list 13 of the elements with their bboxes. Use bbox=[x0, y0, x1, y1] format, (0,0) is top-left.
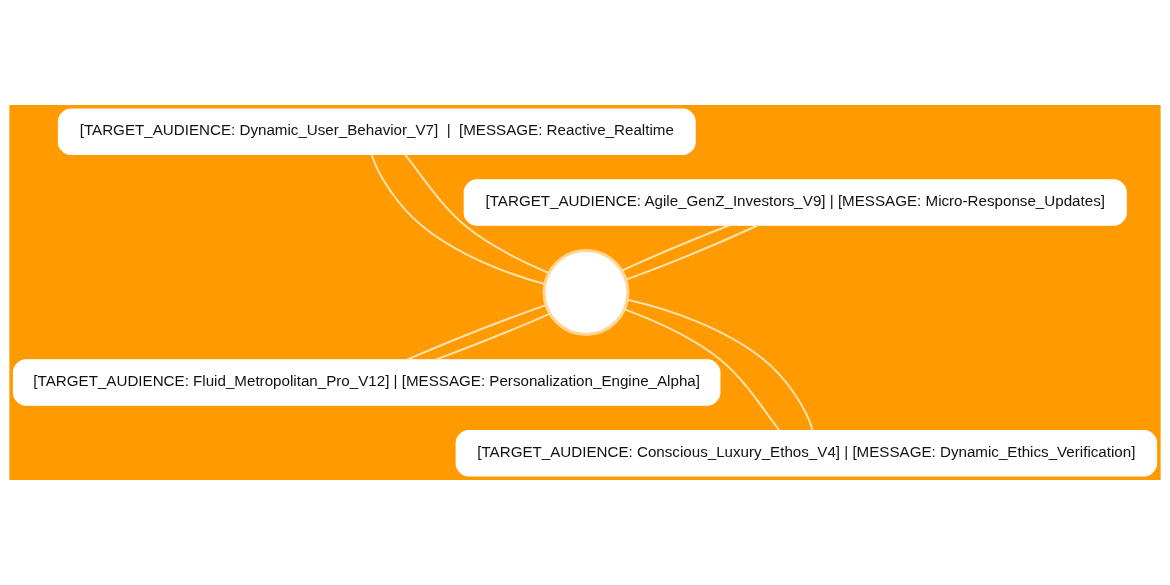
connector bbox=[624, 308, 780, 431]
connector bbox=[435, 313, 550, 361]
node-box: [TARGET_AUDIENCE: Dynamic_User_Behavior_V7] | [MESSAGE: Reactive_Realtime bbox=[57, 108, 696, 156]
connector bbox=[370, 154, 546, 285]
node-circle bbox=[542, 249, 630, 336]
connector bbox=[625, 224, 759, 281]
connector bbox=[406, 304, 547, 361]
node-box: [TARGET_AUDIENCE: Agile_GenZ_Investors_V9] | [MESSAGE: Micro-Response_Updates] bbox=[463, 179, 1127, 226]
node-box: [TARGET_AUDIENCE: Fluid_Metropolitan_Pro_V12] | [MESSAGE: Personalization_Engine_Alpha] bbox=[12, 359, 721, 406]
connector bbox=[404, 154, 549, 274]
connector bbox=[621, 224, 730, 272]
connector bbox=[627, 298, 814, 431]
node-box: [TARGET_AUDIENCE: Conscious_Luxury_Ethos_V4] | [MESSAGE: Dynamic_Ethics_Verification] bbox=[455, 429, 1158, 477]
